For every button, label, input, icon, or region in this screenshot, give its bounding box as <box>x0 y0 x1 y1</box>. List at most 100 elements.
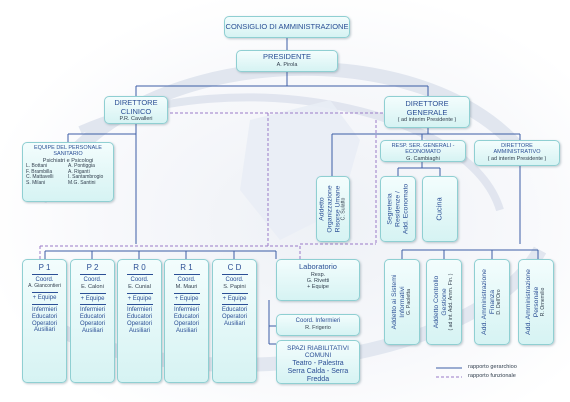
segreteria-text: Segreteria Residenze / Add. Economato <box>386 184 409 234</box>
equipe-name: A. Riganti <box>68 168 90 175</box>
spazi-riabilitativi-box: SPAZI RIABILITATIVI COMUNI Teatro - Pale… <box>276 340 360 384</box>
equipe-name: M.G. Santini <box>68 180 96 187</box>
laboratorio-resp: Resp. <box>310 271 326 278</box>
direttore-clinico-name: P.R. Cavalleri <box>119 116 153 123</box>
cucina-box: Cucina <box>422 176 458 242</box>
unit-staff: Educatori <box>173 314 200 321</box>
unit-column-cd: C D Coord. S. Papini + Equipe Educatori … <box>212 259 257 383</box>
unit-staff: Ausiliari <box>223 321 245 328</box>
direttore-generale-box: DIRETTORE GENERALE ( ad interim Presiden… <box>384 96 470 128</box>
presidente-name: A. Pirola <box>276 61 298 68</box>
unit-name: C D <box>227 263 242 272</box>
admin-line1: Addetto Controllo <box>433 275 441 329</box>
unit-staff: Ausiliari <box>175 328 197 335</box>
unit-coord-label: Coord. <box>225 277 244 284</box>
admin-line1: Add. Amministrazione <box>481 269 489 335</box>
direttore-generale-title-1: DIRETTORE <box>405 99 449 108</box>
unit-column-r1: R 1 Coord. M. Mauri + Equipe Infermieri … <box>164 259 209 383</box>
equipe-name: I. Santambrogio <box>68 174 104 181</box>
unit-staff: Educatori <box>79 314 106 321</box>
segreteria-line2: Residenze / <box>394 191 402 227</box>
spazi-line-1: Teatro - Palestra <box>292 359 344 367</box>
direttore-amministrativo-title-2: AMMINISTRATIVO <box>493 149 541 156</box>
admin-line1: Add. Amministrazione <box>525 269 533 335</box>
admin-box-finanza: Add. Amministrazione Finanza D. Dell'Oro <box>474 259 510 345</box>
direttore-clinico-box: DIRETTORE CLINICO P.R. Cavalleri <box>104 96 168 124</box>
spazi-title-1: SPAZI RIABILITATIVI <box>287 345 349 352</box>
unit-coord-name: A. Giancontieri <box>28 283 61 290</box>
admin-name: D. Dell'Oro <box>495 289 502 315</box>
equipe-title-1: EQUIPE DEL PERSONALE <box>34 145 102 151</box>
unit-equipe: + Equipe <box>32 294 57 301</box>
coord-infermieri-name: R. Frigerio <box>305 324 331 331</box>
equipe-name: C. Mattavelli <box>26 174 54 181</box>
unit-equipe: + Equipe <box>222 295 247 302</box>
unit-name: R 0 <box>133 263 146 272</box>
equipe-name: L. Bottani <box>26 162 48 169</box>
admin-name: G. Paoletta <box>405 289 412 315</box>
direttore-amministrativo-note: ( ad interim Presidente ) <box>487 155 547 162</box>
admin-box-sistemi: Addetto ai Sistemi Informativi G. Paolet… <box>384 259 420 345</box>
direttore-generale-note: ( ad interim Presidente ) <box>397 117 457 124</box>
unit-coord-name: M. Mauri <box>175 284 198 291</box>
laboratorio-title: Laboratorio <box>299 262 337 271</box>
legend-dashed-label: rapporto funzionale <box>468 373 516 379</box>
equipe-name: S. Milani <box>26 180 46 187</box>
addetto-organizzazione-line1: Addetto <box>318 197 326 221</box>
addetto-organizzazione-name: C. Sulatto <box>340 197 347 221</box>
cucina-label: Cucina <box>434 197 444 221</box>
segreteria-line1: Segreteria <box>386 193 394 225</box>
resp-servizi-title-1: RESP. SER. GENERALI - <box>391 143 455 149</box>
unit-column-p2: P 2 Coord. E. Caloni + Equipe Infermieri… <box>70 259 115 383</box>
unit-staff: Educatori <box>221 307 248 314</box>
cucina-text: Cucina <box>434 197 445 221</box>
unit-staff: Operatori <box>31 320 57 327</box>
segreteria-box: Segreteria Residenze / Add. Economato <box>380 176 416 242</box>
admin-line1: Addetto ai Sistemi <box>391 274 399 330</box>
laboratorio-equipe: + Equipe <box>307 284 329 291</box>
resp-servizi-title-2: ECONOMATO <box>405 149 441 156</box>
unit-coord-name: E. Caloni <box>81 284 104 291</box>
equipe-subtitle: Psichiatri e Psicologi <box>42 157 94 164</box>
unit-staff: Operatori <box>126 321 152 328</box>
addetto-organizzazione-line2: Organizzazione <box>326 185 334 233</box>
direttore-amministrativo-title-1: DIRETTORE <box>501 143 533 149</box>
unit-staff: Infermieri <box>173 307 199 314</box>
unit-coord-name: S. Papini <box>223 284 246 291</box>
unit-coord-label: Coord. <box>177 277 196 284</box>
resp-servizi-name: G. Cambiaghi <box>406 155 440 162</box>
unit-coord-label: Coord. <box>83 277 102 284</box>
unit-staff: Educatori <box>31 313 58 320</box>
direttore-clinico-title-2: CLINICO <box>120 106 152 116</box>
spazi-line-2: Serra Calda - Serra Fredda <box>287 367 349 384</box>
unit-equipe: + Equipe <box>80 295 105 302</box>
unit-coord-name: E. Cunial <box>128 284 151 291</box>
unit-equipe: + Equipe <box>174 295 199 302</box>
resp-servizi-box: RESP. SER. GENERALI - ECONOMATO G. Cambi… <box>380 140 466 162</box>
equipe-box: EQUIPE DEL PERSONALE SANITARIO Psichiatr… <box>22 142 114 202</box>
presidente-box: PRESIDENTE A. Pirola <box>236 50 338 72</box>
unit-coord-label: Coord. <box>35 277 54 284</box>
equipe-name: F. Brambilla <box>26 168 53 175</box>
unit-staff: Infermieri <box>79 307 105 314</box>
unit-staff: Ausiliari <box>33 327 55 334</box>
coord-infermieri-box: Coord. Infermieri R. Frigerio <box>276 314 360 336</box>
equipe-title-2: SANITARIO <box>53 151 83 158</box>
unit-name: P 2 <box>86 263 99 272</box>
unit-equipe: + Equipe <box>127 295 152 302</box>
direttore-clinico-title-1: DIRETTORE <box>114 98 158 107</box>
admin-box-controllo: Addetto Controllo Gestione ( ad int. Add… <box>426 259 462 345</box>
equipe-names: L. Bottani F. Brambilla C. Mattavelli S.… <box>23 162 113 187</box>
unit-staff: Infermieri <box>31 306 57 313</box>
spazi-title-2: COMUNI <box>304 352 332 360</box>
unit-staff: Operatori <box>173 321 199 328</box>
laboratorio-name: G. Rivetti <box>306 277 330 284</box>
unit-staff: Operatori <box>221 314 247 321</box>
unit-column-r0: R 0 Coord. E. Cunial + Equipe Infermieri… <box>117 259 162 383</box>
admin-box-personale: Add. Amministrazione Personale R. Ornemi… <box>518 259 554 345</box>
unit-staff: Operatori <box>79 321 105 328</box>
laboratorio-box: Laboratorio Resp. G. Rivetti + Equipe <box>276 259 360 301</box>
unit-coord-label: Coord. <box>130 277 149 284</box>
unit-staff: Ausiliari <box>128 328 150 335</box>
